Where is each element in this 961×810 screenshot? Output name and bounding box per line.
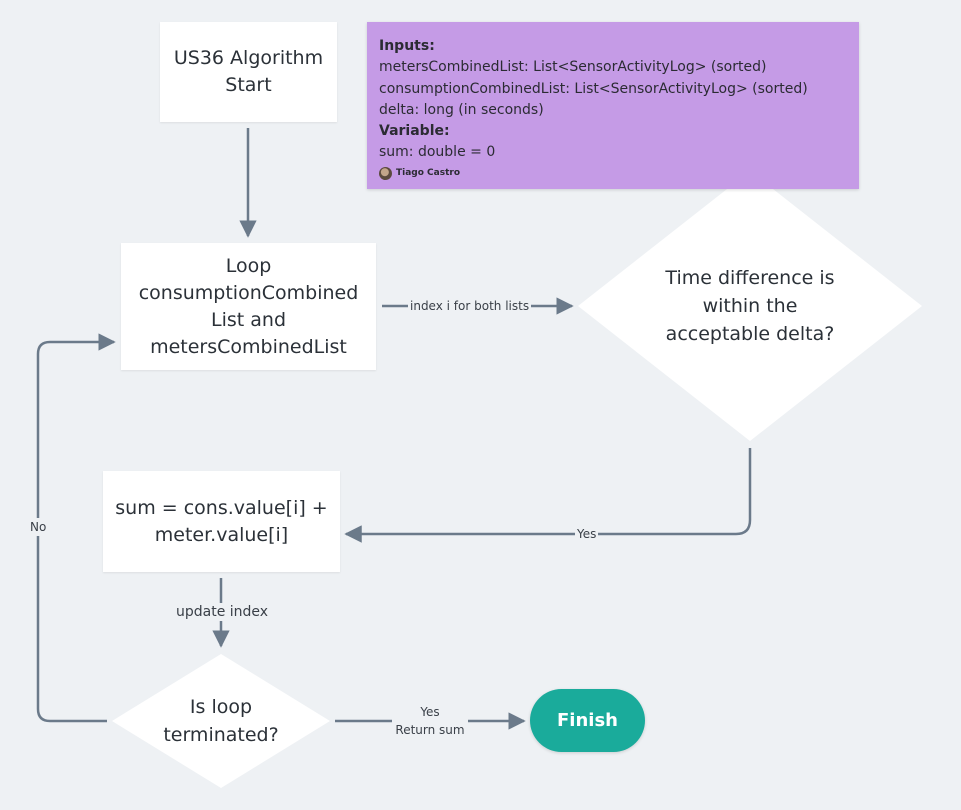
finish-node[interactable]: Finish [530,689,645,752]
edge-label-no: No [28,518,49,536]
time-check-label: Time difference is within the acceptable… [665,267,835,345]
loop-end-label: Is loop terminated? [163,696,279,746]
author-name: Tiago Castro [396,168,461,179]
loop-node[interactable]: Loop consumptionCombined List and meters… [121,243,376,370]
time-check-diamond[interactable] [578,171,922,441]
edge-label-index: index i for both lists [408,297,532,315]
edge-label-yes-delta: Yes [575,525,599,543]
sum-node[interactable]: sum = cons.value[i] + meter.value[i] [103,471,340,572]
variable-sum: sum: double = 0 [379,144,496,161]
input-consumption: consumptionCombinedList: List<SensorActi… [379,80,808,97]
loop-end-diamond[interactable] [112,654,330,788]
note-author: Tiago Castro [379,164,847,184]
variable-heading: Variable: [379,123,450,140]
author-avatar-icon [379,167,392,181]
inputs-heading: Inputs: [379,38,435,54]
start-node[interactable]: US36 Algorithm Start [160,22,337,122]
inputs-note[interactable]: Inputs: metersCombinedList: List<SensorA… [367,22,859,189]
input-delta: delta: long (in seconds) [379,101,544,118]
edge-label-update-index: update index [174,603,271,621]
input-meters: metersCombinedList: List<SensorActivityL… [379,59,767,76]
edge-time-check-to-sum [344,448,752,543]
edge-label-yes-return: Yes Return sum [392,703,468,739]
